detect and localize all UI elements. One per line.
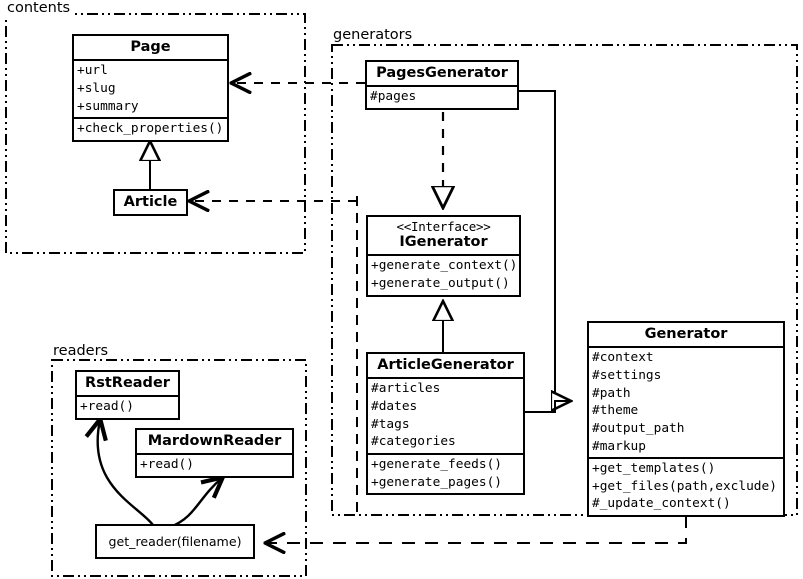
class-attributes-generator: #context #settings #path #theme #output_… [589, 346, 783, 457]
class-attributes-pagesgenerator: #pages [367, 85, 517, 108]
class-methods-articlegenerator: +generate_feeds() +generate_pages() [368, 452, 523, 493]
class-title-pagesgenerator: PagesGenerator [376, 65, 508, 81]
attribute: #markup [592, 438, 646, 454]
relation-generator-to-getreader [266, 515, 687, 543]
class-title-generator: Generator [644, 326, 728, 342]
relation-getreader-to-rstreader [98, 420, 155, 527]
class-attributes-page: +url +slug +summary [74, 59, 227, 117]
relation-pagesgenerator-to-generator [519, 90, 571, 401]
class-box-article[interactable]: Article [113, 189, 188, 217]
method: +read() [80, 399, 134, 415]
class-box-rstreader[interactable]: RstReader +read() [75, 370, 180, 420]
class-title-article: Article [123, 194, 178, 210]
class-title-mardownreader: MardownReader [147, 433, 282, 449]
method: +read() [140, 457, 194, 473]
package-label-contents: contents [5, 0, 73, 16]
relation-getreader-to-mardownreader [168, 478, 222, 529]
attribute: #articles [371, 381, 441, 397]
class-attributes-articlegenerator: #articles #dates #tags #categories [368, 377, 523, 453]
package-label-generators: generators [331, 27, 415, 43]
class-title-rstreader: RstReader [85, 375, 170, 391]
attribute: #dates [371, 398, 418, 414]
class-box-page[interactable]: Page +url +slug +summary +check_properti… [72, 34, 229, 142]
class-methods-mardownreader: +read() [137, 453, 292, 476]
class-stereotype-igenerator: <<Interface>> [396, 219, 491, 234]
class-box-articlegenerator[interactable]: ArticleGenerator #articles #dates #tags … [366, 352, 525, 496]
class-box-igenerator[interactable]: <<Interface>> IGenerator +generate_conte… [366, 215, 521, 297]
attribute: #context [592, 350, 654, 366]
class-name-igenerator: IGenerator [399, 234, 488, 250]
method: #_update_context() [592, 496, 731, 512]
method: +generate_pages() [371, 474, 502, 490]
attribute: #tags [371, 416, 410, 432]
method: +get_templates() [592, 461, 716, 477]
attribute: +slug [77, 80, 116, 96]
attribute: #pages [370, 89, 417, 105]
function-label-get-reader: get_reader(filename) [108, 534, 242, 549]
class-title-igenerator: <<Interface>> IGenerator [368, 217, 519, 254]
relation-articlegenerator-to-generator [525, 400, 571, 413]
class-box-generator[interactable]: Generator #context #settings #path #them… [587, 321, 785, 518]
method: +generate_context() [371, 258, 518, 274]
package-border-generators [331, 44, 798, 516]
class-box-mardownreader[interactable]: MardownReader +read() [135, 428, 294, 478]
attribute: #theme [592, 403, 639, 419]
attribute: #categories [371, 434, 456, 450]
attribute: +summary [77, 98, 139, 114]
class-title-articlegenerator: ArticleGenerator [377, 357, 514, 373]
function-box-get-reader[interactable]: get_reader(filename) [95, 524, 255, 559]
class-title-page: Page [130, 39, 171, 55]
class-methods-igenerator: +generate_context() +generate_output() [368, 254, 519, 294]
class-methods-rstreader: +read() [77, 395, 178, 418]
attribute: #path [592, 385, 631, 401]
method: +get_files(path,exclude) [592, 478, 777, 494]
attribute: +url [77, 63, 108, 79]
class-methods-page: +check_properties() [74, 117, 227, 140]
attribute: #settings [592, 367, 662, 383]
class-box-pagesgenerator[interactable]: PagesGenerator #pages [365, 60, 519, 110]
class-methods-generator: +get_templates() +get_files(path,exclude… [589, 457, 783, 515]
method: +generate_output() [371, 275, 510, 291]
attribute: #output_path [592, 420, 685, 436]
method: +check_properties() [77, 121, 224, 137]
package-border-readers [51, 359, 307, 577]
method: +generate_feeds() [371, 456, 502, 472]
package-label-readers: readers [51, 343, 111, 359]
